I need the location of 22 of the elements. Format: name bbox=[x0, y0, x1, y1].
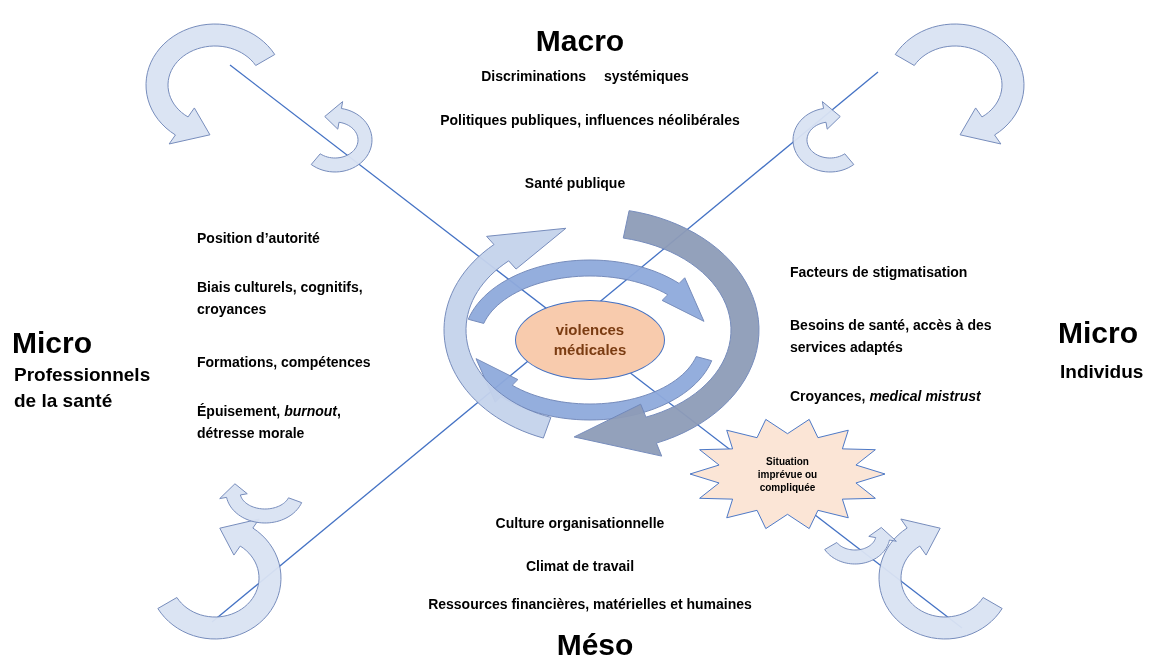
factor-text: Position d’autorité bbox=[197, 229, 321, 248]
factor-text: Culture organisationnelle bbox=[494, 514, 666, 533]
level-heading: Macro bbox=[534, 23, 626, 59]
factor-text: Épuisement, burnout, détresse morale bbox=[197, 402, 342, 443]
node-text: violences médicales bbox=[552, 320, 628, 360]
callout-text: Situation imprévue ou compliquée bbox=[756, 454, 819, 494]
level-heading: Micro bbox=[12, 325, 93, 361]
factor-text: Santé publique bbox=[523, 174, 627, 193]
factor-text: Climat de travail bbox=[524, 557, 636, 576]
factor-text: Besoins de santé, accès à des services adaptés bbox=[790, 316, 993, 357]
level-heading: Micro bbox=[1058, 315, 1139, 351]
factor-text: Ressources financières, matérielles et humaines bbox=[427, 595, 753, 614]
factor-text: Politiques publiques, influences néolibérales bbox=[439, 111, 741, 130]
factor-text: Croyances, medical mistrust bbox=[790, 387, 982, 406]
factor-text: Formations, compétences bbox=[197, 353, 372, 372]
factor-text: Facteurs de stigmatisation bbox=[790, 263, 969, 282]
factor-text: Discriminations systémiques bbox=[480, 67, 690, 86]
level-subheading: Individus bbox=[1060, 360, 1145, 384]
starburst-callout bbox=[690, 418, 885, 530]
level-subheading: Professionnels de la santé bbox=[14, 363, 152, 413]
level-heading: Méso bbox=[555, 627, 635, 663]
factor-text: Biais culturels, cognitifs, croyances bbox=[197, 278, 364, 319]
